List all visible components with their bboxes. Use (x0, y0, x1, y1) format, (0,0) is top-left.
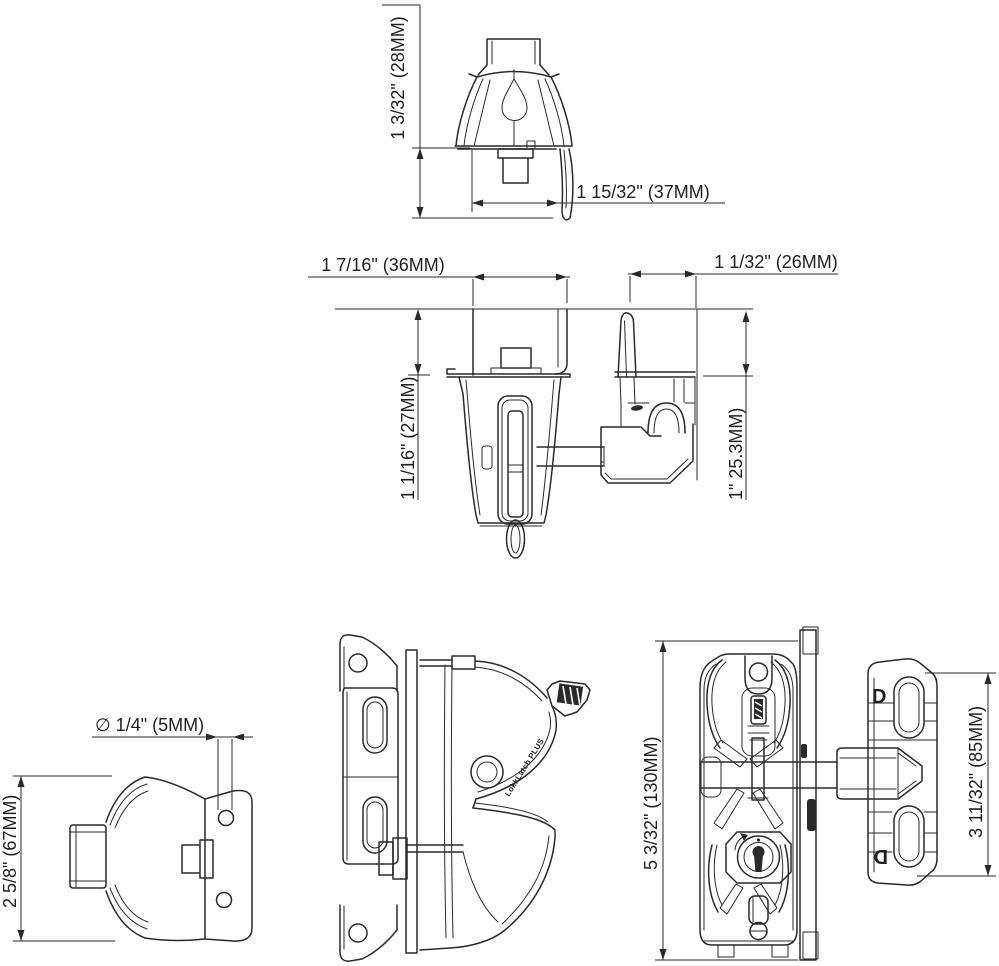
dim-latch-depth: 1 1/16" (27MM) (398, 377, 418, 500)
view-assembly-top: 1 7/16" (36MM) 1 1/32" (26MM) 1 1/16" (2… (308, 252, 838, 559)
dim-striker-height: 3 11/32" (85MM) (966, 706, 986, 838)
dim-knobfront-height: 2 5/8" (67MM) (0, 795, 20, 908)
brand-label: LokkLatch PLUS (503, 737, 546, 798)
dim-knob-width: 1 15/32" (37MM) (576, 182, 709, 202)
view-latch-front: 5 3/32" (130MM) 3 11/32" (85MM) (641, 626, 996, 961)
striker-logo-top: D (872, 686, 886, 708)
dim-bracket-width: 1 7/16" (36MM) (321, 255, 444, 275)
striker-logo-bottom: D (874, 845, 888, 867)
dim-latch-height: 5 3/32" (130MM) (641, 737, 661, 870)
dim-knob-height: 1 3/32" (28MM) (388, 16, 408, 139)
view-body-side: LokkLatch PLUS (339, 634, 591, 962)
view-knob-front: ∅ 1/4" (5MM) 2 5/8" (67MM) (0, 715, 253, 942)
view-knob-top: 1 3/32" (28MM) 1 15/32" (37MM) (382, 4, 725, 221)
dim-keeper-width: 1 1/32" (26MM) (714, 252, 837, 272)
dim-hole-diameter: ∅ 1/4" (5MM) (95, 715, 204, 735)
dim-keeper-depth: 1" 25.3MM) (726, 408, 746, 500)
